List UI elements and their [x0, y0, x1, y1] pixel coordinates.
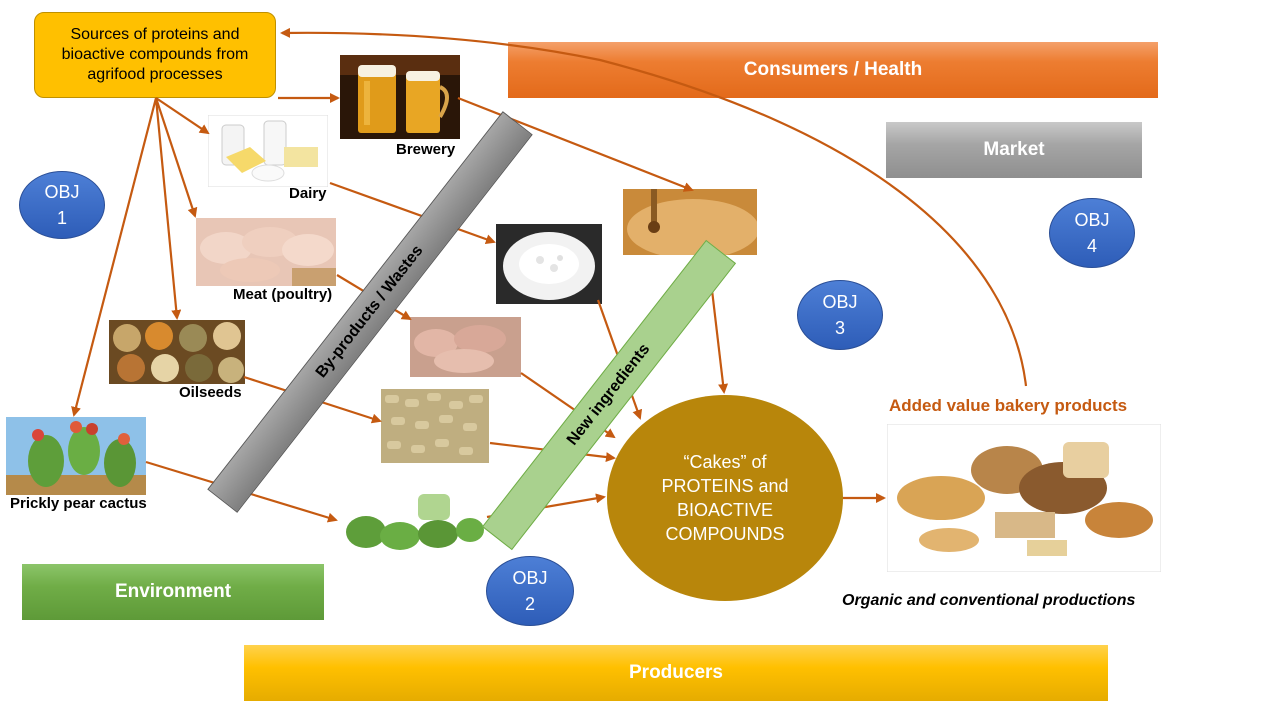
bakery-caption: Organic and conventional productions — [842, 592, 1136, 609]
oilseeds-label: Oilseeds — [179, 384, 242, 401]
prickly-pear-label: Prickly pear cactus — [10, 495, 147, 512]
objective-1-line2: 1 — [56, 208, 67, 228]
meat-poultry-label: Meat (poultry) — [233, 286, 333, 303]
brewery-label: Brewery — [396, 141, 456, 158]
producers-bar: Producers — [244, 645, 1108, 701]
market-label: Market — [983, 139, 1045, 160]
objective-1-circle: OBJ 1 — [19, 171, 105, 239]
environment-label: Environment — [114, 581, 232, 602]
objective-2-circle: OBJ 2 — [486, 556, 574, 626]
cooking-vat-image — [623, 189, 757, 255]
sources-box: Sources of proteins and bioactive compou… — [34, 12, 276, 98]
bakery-products-image — [887, 424, 1161, 572]
objective-3-circle: OBJ 3 — [797, 280, 883, 350]
cakes-proteins-bioactive-circle: “Cakes” of PROTEINS and BIOACTIVE COMPOU… — [607, 395, 843, 601]
cakes-line3: BIOACTIVE — [676, 500, 773, 520]
oilseed-cake-image — [381, 389, 489, 463]
market-bar: Market — [886, 122, 1142, 178]
meat-byproduct-image — [410, 317, 521, 377]
dairy-label: Dairy — [289, 185, 327, 202]
objective-4-circle: OBJ 4 — [1049, 198, 1135, 268]
objective-4-line2: 4 — [1086, 236, 1097, 256]
consumers-health-bar: Consumers / Health — [508, 42, 1158, 98]
objective-4-line1: OBJ — [1074, 210, 1110, 230]
objective-1-line1: OBJ — [44, 182, 80, 202]
cakes-line1: “Cakes” of — [683, 452, 767, 472]
objective-2-line1: OBJ — [512, 568, 548, 588]
cakes-line4: COMPOUNDS — [665, 524, 785, 544]
objective-2-line2: 2 — [524, 594, 535, 614]
cakes-line2: PROTEINS and — [661, 476, 789, 496]
oilseeds-image — [109, 320, 245, 384]
poultry-meat-image — [196, 218, 336, 286]
objective-3-line2: 3 — [834, 318, 845, 338]
consumers-health-label: Consumers / Health — [743, 59, 923, 80]
dairy-image — [208, 115, 328, 187]
cactus-pads-image — [338, 480, 486, 558]
environment-bar: Environment — [22, 564, 324, 620]
producers-label: Producers — [629, 662, 723, 683]
bakery-title: Added value bakery products — [889, 396, 1128, 415]
prickly-pear-image — [6, 417, 146, 495]
objective-3-line1: OBJ — [822, 292, 858, 312]
cottage-cheese-image — [496, 224, 602, 304]
brewery-image — [340, 55, 460, 139]
